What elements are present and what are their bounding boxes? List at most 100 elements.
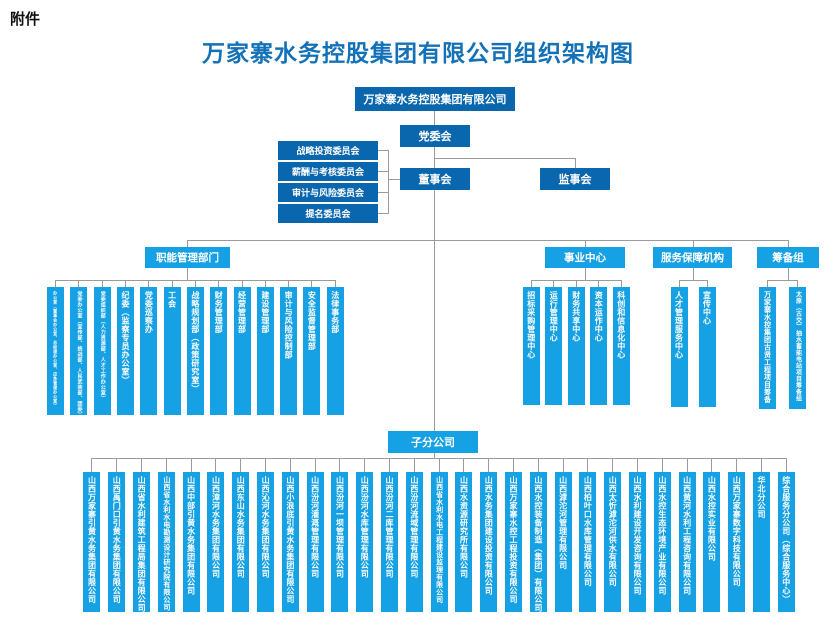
- branch-box-business-centers: 事业中心: [545, 247, 625, 268]
- branch-label: 职能管理部门: [156, 252, 219, 264]
- root-box-label: 万家寨水务控股集团有限公司: [363, 94, 507, 106]
- connector-stub: [334, 280, 336, 287]
- connector-stub: [706, 280, 708, 287]
- org-box-label: 万家寨水控集团古贤工程项目筹备组: [758, 287, 776, 409]
- org-box-label: 山西水资源研究所有限公司: [455, 472, 473, 612]
- org-node: 山西小浪底引黄水务集团有限公司: [278, 458, 303, 612]
- org-node: 建设管理部: [254, 280, 277, 415]
- connector-stub: [265, 458, 267, 472]
- org-node: 综合服务分公司（综合服务中心）: [774, 458, 799, 612]
- connector-line: [434, 190, 435, 431]
- supervisory-label: 监事会: [558, 174, 592, 186]
- connector-line: [187, 240, 788, 241]
- org-box-label: 山西省水利建筑工程局集团有限公司: [133, 472, 151, 612]
- org-node: 山西滹沱河管理有限公司: [551, 458, 576, 612]
- page-title: 万家寨水务控股集团有限公司组织架构图: [202, 40, 634, 66]
- connector-line: [388, 179, 400, 180]
- connector-stub: [612, 458, 614, 472]
- branch-box-preparatory-groups: 筹备组: [757, 247, 819, 268]
- org-box-label: 党委办公室（宣传部、统战部、人民武装部、团委）: [70, 287, 88, 415]
- org-box-label: 科创和信息化中心: [612, 287, 630, 405]
- org-node: 工会: [160, 280, 183, 415]
- org-box-label: 党委组织部（人力资源部、人才工作办公室）: [93, 287, 111, 415]
- connector-stub: [463, 458, 465, 472]
- connector-line: [378, 150, 388, 151]
- org-node: 办公室（董事会办公室、总经理办公室、应急管理办公室）: [44, 280, 67, 415]
- connector-stub: [165, 458, 167, 472]
- board-label: 董事会: [418, 174, 452, 186]
- org-node: 山西省水利水电工程建设监理有限公司: [427, 458, 452, 612]
- connector-stub: [364, 458, 366, 472]
- org-box-label: 太原（古交）抽水蓄能电站项目筹备组: [788, 287, 806, 409]
- org-node: 山西万家寨引黄水务集团有限公司: [80, 458, 105, 612]
- org-node: 人才管理服务中心: [665, 280, 693, 407]
- connector-stub: [215, 458, 217, 472]
- connector-line: [585, 268, 586, 280]
- org-node: 科创和信息化中心: [610, 280, 633, 405]
- org-box-label: 山西万家寨引黄水务集团有限公司: [83, 472, 101, 612]
- connector-stub: [241, 280, 243, 287]
- org-box-label: 山西水控实业有限公司: [703, 472, 721, 612]
- connector-stub: [289, 458, 291, 472]
- business-centers-group: 招标采购管理中心运行管理中心财务共享中心资本运作中心科创和信息化中心: [520, 280, 633, 405]
- org-node: 审计与风险控制部: [277, 280, 300, 415]
- connector-line: [434, 147, 435, 168]
- connector-line: [378, 192, 388, 193]
- connector-stub: [125, 280, 127, 287]
- org-box-label: 山西漳河水务集团有限公司: [207, 472, 225, 612]
- org-box-label: 山西万家寨数字科技有限公司: [728, 472, 746, 612]
- org-node: 山西水利建设开发咨询有限公司: [625, 458, 650, 612]
- connector-line: [585, 240, 586, 247]
- org-box-label: 山西中部引黄水务集团有限公司: [182, 472, 200, 612]
- org-box-label: 法律事务部: [326, 287, 344, 415]
- supervisory-box: 监事会: [540, 168, 610, 190]
- connector-stub: [116, 458, 118, 472]
- committee-box: 薪酬与考核委员会: [278, 162, 378, 181]
- org-node: 纪委（监察专员办公室）: [114, 280, 137, 415]
- org-box-label: 山西水利建设开发咨询有限公司: [629, 472, 647, 612]
- org-node: 法律事务部: [324, 280, 347, 415]
- org-box-label: 山西汾河灌溉管理有限公司: [306, 472, 324, 612]
- org-node: 山西水控装备制造（集团）有限公司: [526, 458, 551, 612]
- org-node: 山西汾河灌溉管理有限公司: [303, 458, 328, 612]
- branch-label: 服务保障机构: [661, 252, 724, 264]
- org-node: 山西万家寨数字科技有限公司: [724, 458, 749, 612]
- connector-line: [788, 240, 789, 247]
- connector-stub: [438, 458, 440, 472]
- org-node: 山西水务集团建设投资有限公司: [476, 458, 501, 612]
- org-node: 山西水控生态环境产业有限公司: [650, 458, 675, 612]
- committee-box: 审计与风险委员会: [278, 183, 378, 202]
- org-node: 党委巡察办: [137, 280, 160, 415]
- org-node: 华北分公司: [749, 458, 774, 612]
- connector-stub: [785, 458, 787, 472]
- org-box-label: 战略规划部（政策研究室）: [186, 287, 204, 415]
- org-node: 万家寨水控集团古贤工程项目筹备组: [752, 280, 782, 409]
- org-box-label: 山西水控装备制造（集团）有限公司: [529, 472, 547, 612]
- org-box-label: 山西省水利水电工程建设监理有限公司: [430, 472, 448, 612]
- org-box-label: 华北分公司: [753, 472, 770, 612]
- branch-box-functional-departments: 职能管理部门: [145, 247, 230, 268]
- org-box-label: 山西水控生态环境产业有限公司: [653, 472, 671, 612]
- connector-stub: [537, 458, 539, 472]
- org-node: 招标采购管理中心: [520, 280, 543, 405]
- preparatory-groups-group: 万家寨水控集团古贤工程项目筹备组太原（古交）抽水蓄能电站项目筹备组: [752, 280, 812, 409]
- connector-line: [434, 453, 435, 458]
- org-box-label: 山西万家寨水控工程投资有限公司: [505, 472, 523, 612]
- org-box-label: 党委巡察办: [140, 287, 158, 415]
- connector-line: [434, 111, 435, 125]
- org-box-label: 山西小浪底引黄水务集团有限公司: [281, 472, 299, 612]
- org-node: 山西汾河一坝管理有限公司: [328, 458, 353, 612]
- connector-stub: [413, 458, 415, 472]
- connector-stub: [678, 280, 680, 287]
- connector-stub: [148, 280, 150, 287]
- org-node: 山西汾河流域管理有限公司: [402, 458, 427, 612]
- org-box-label: 山西滹沱河管理有限公司: [554, 472, 572, 612]
- connector-stub: [620, 280, 622, 287]
- org-node: 财务管理部: [207, 280, 230, 415]
- org-box-label: 人才管理服务中心: [670, 287, 688, 407]
- connector-stub: [766, 280, 768, 287]
- committee-label: 审计与风险委员会: [291, 188, 364, 198]
- org-node: 山西中部引黄水务集团有限公司: [179, 458, 204, 612]
- subsidiaries-group: 山西万家寨引黄水务集团有限公司山西禹门口引黄水务集团有限公司山西省水利建筑工程局…: [80, 458, 799, 612]
